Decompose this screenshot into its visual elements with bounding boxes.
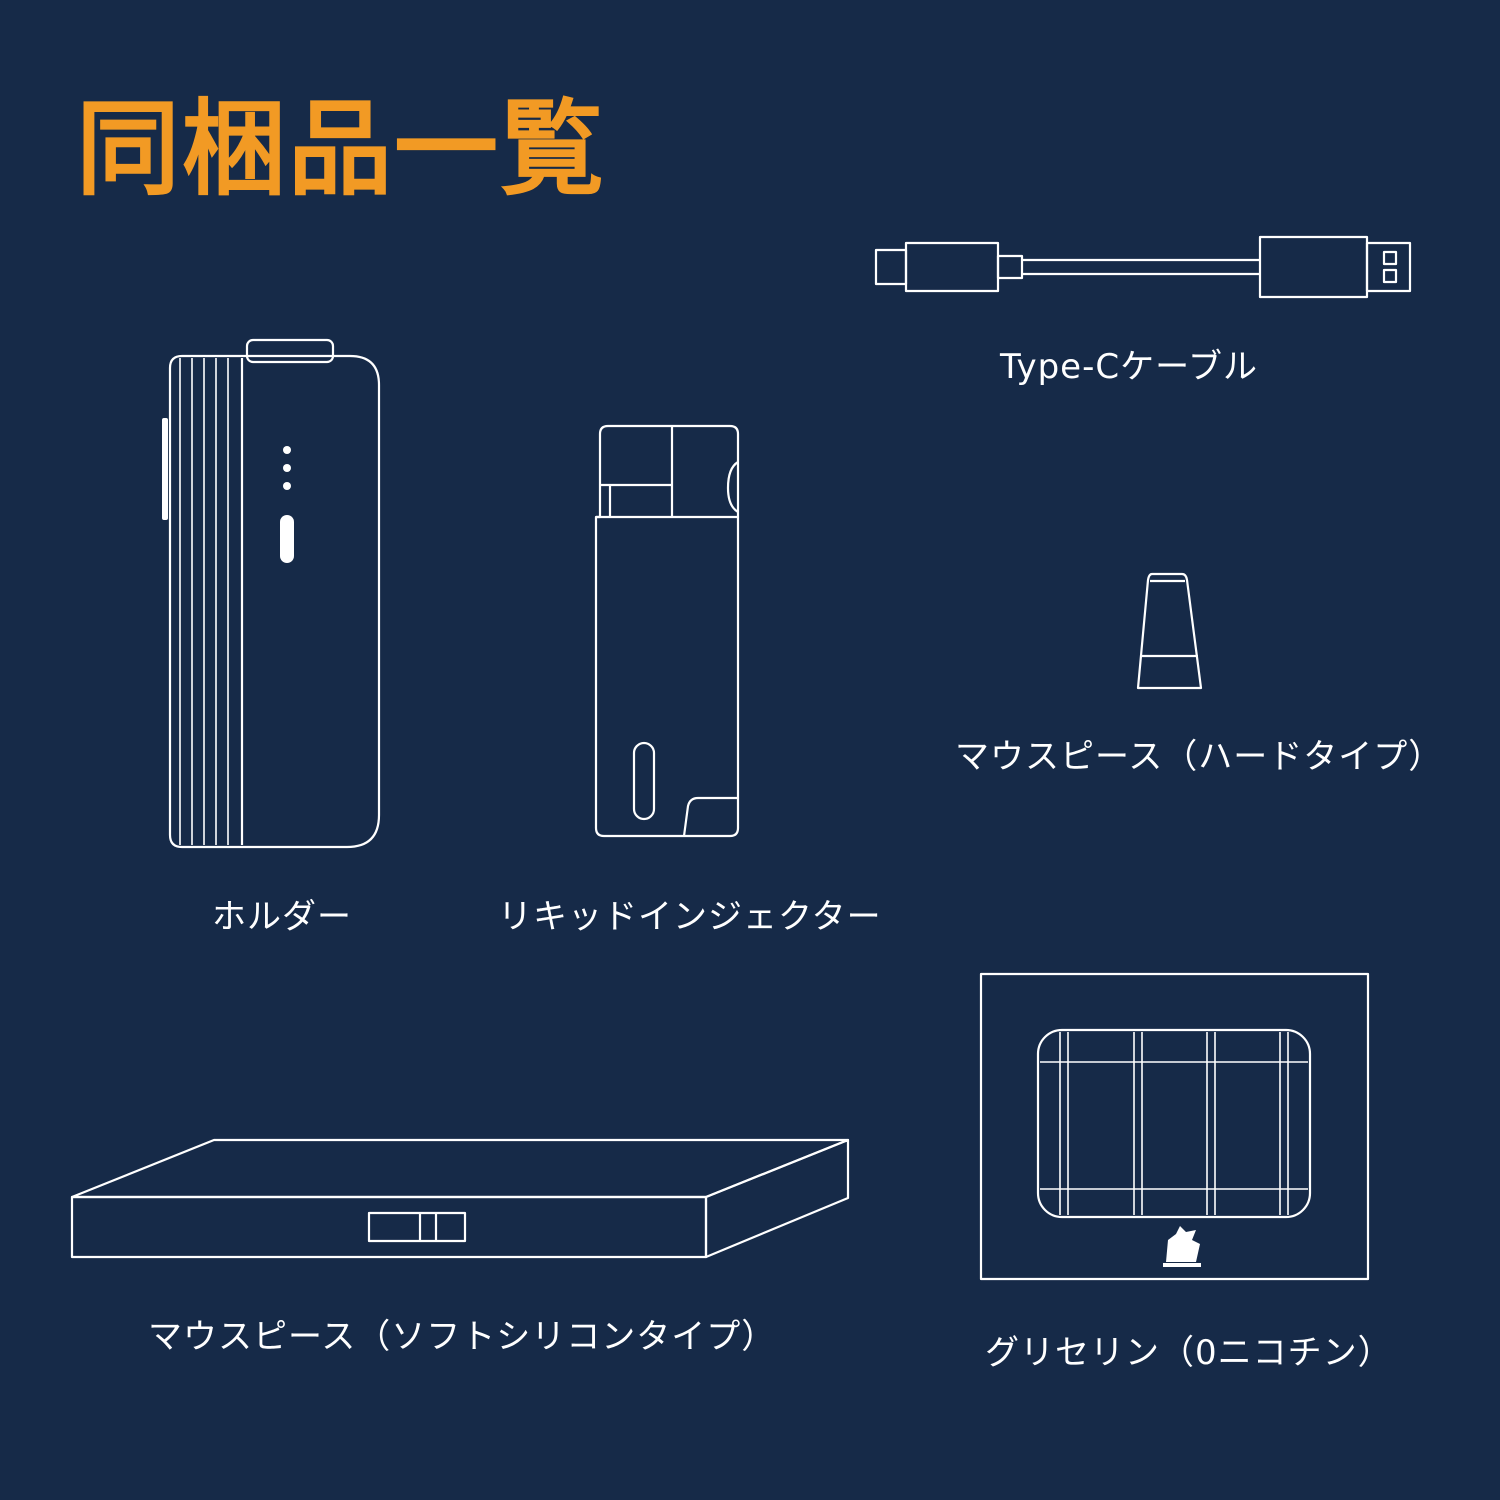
glycerin-pack-icon	[979, 972, 1370, 1281]
holder-label: ホルダー	[212, 897, 352, 937]
liquid-injector-icon	[594, 424, 740, 838]
usb-type-c-cable-icon	[874, 235, 1412, 299]
hard-mouthpiece-label: マウスピース（ハードタイプ）	[955, 737, 1444, 777]
hard-mouthpiece-icon	[1136, 572, 1203, 690]
page-title: 同梱品一覧	[76, 88, 607, 210]
brand-emblem-icon	[1163, 1226, 1201, 1267]
soft-mouthpiece-label: マウスピース（ソフトシリコンタイプ）	[148, 1317, 777, 1357]
liquid-injector-label: リキッドインジェクター	[498, 897, 882, 937]
soft-mouthpiece-box-icon	[70, 1138, 850, 1259]
glycerin-label: グリセリン（0ニコチン）	[985, 1333, 1393, 1373]
type-c-cable-label: Type-Cケーブル	[1000, 347, 1259, 387]
holder-device-icon	[162, 338, 381, 849]
